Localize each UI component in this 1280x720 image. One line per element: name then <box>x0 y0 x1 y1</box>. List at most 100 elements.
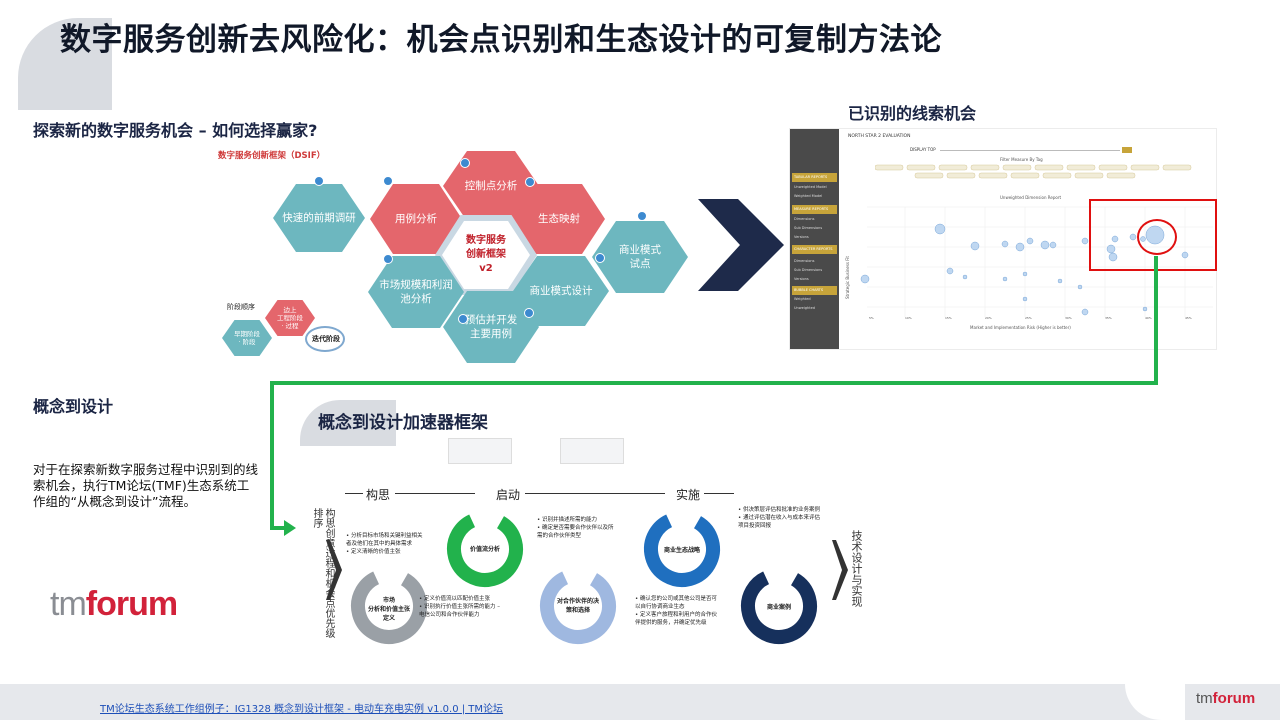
ring-partner-decision <box>540 568 616 644</box>
footer-source-link[interactable]: TM论坛生态系统工作组例子：IG1328 概念到设计框架 - 电动车充电实例 v… <box>100 704 504 715</box>
phase-divider <box>704 493 734 494</box>
next-arrow-icon <box>698 199 784 291</box>
ring-market-analysis <box>351 568 427 644</box>
svg-text:45%: 45% <box>1185 316 1192 320</box>
chart-yaxis-label: Strategic Business Fit <box>845 256 850 299</box>
ring-partner-label: 对合作伙伴的决 策和选择 <box>556 598 599 614</box>
step-badge <box>383 254 393 264</box>
hex-market-analysis: 市场规模和利润 池分析 <box>368 256 464 328</box>
phase-implement: 实施 <box>676 488 701 502</box>
svg-text:40%: 40% <box>1145 316 1152 320</box>
lead-opportunity-chart: TABULAR REPORTS Unweighted Model Weighte… <box>789 128 1217 350</box>
sidebar-item: Weighted <box>794 297 811 301</box>
note-eco-strategy: • 确认您的公司或其他公司是否可 以自行协调商业生态 • 定义客户旅程和利用户的… <box>635 596 717 626</box>
svg-text:5%: 5% <box>869 316 874 320</box>
step-badge <box>525 177 535 187</box>
note-ideation: • 分析目标市场和关键利益相关 者及他们在其中的具体需求 • 定义清晰的价值主张 <box>346 533 423 555</box>
chart-title: Unweighted Dimension Report <box>1000 195 1062 200</box>
sidebar-item: CHARACTER REPORTS (AVE) <box>792 245 837 254</box>
connector-line <box>1154 256 1158 384</box>
note-business-case: • 供决策层评估和批准的业务案例 • 通过评估潜在收入与成本来评估 项目投资回报 <box>738 507 820 529</box>
accelerator-title-bg <box>300 400 396 446</box>
tag-chips <box>874 164 1192 179</box>
chart-filter-label: Filter Measure By Tag <box>1000 157 1043 162</box>
hex-fast-research: 快速的前期调研 <box>273 184 365 252</box>
highlight-box <box>1089 199 1217 271</box>
step-badge <box>314 176 324 186</box>
sidebar-item: Dimensions <box>794 259 815 263</box>
ring-eco-strategy <box>644 511 720 587</box>
highlight-circle <box>1137 219 1177 255</box>
sidebar-item: BUBBLE CHARTS <box>792 286 837 295</box>
svg-text:30%: 30% <box>1065 316 1072 320</box>
sidebar-item: Sub Dimensions <box>794 226 823 230</box>
corner-mask <box>0 0 18 110</box>
step-badge <box>458 314 468 324</box>
sidebar-item: MEASURE REPORTS (AVE) <box>792 205 837 214</box>
section-concept-title: 概念到设计 <box>33 397 114 416</box>
connector-line <box>270 381 1158 385</box>
thumbnail-image <box>448 438 512 464</box>
section-leads-title: 已识别的线索机会 <box>848 104 977 123</box>
legend-stage-order: 阶段顺序 <box>227 303 255 311</box>
svg-text:15%: 15% <box>945 316 952 320</box>
sidebar-item: Unweighted <box>794 306 815 310</box>
phase-launch: 启动 <box>496 488 521 502</box>
ring-business-case <box>741 568 817 644</box>
chart-display-label: DISPLAY TOP <box>910 147 936 152</box>
phase-divider <box>345 493 363 494</box>
accelerator-title: 概念到设计加速器框架 <box>318 413 488 433</box>
svg-text:10%: 10% <box>905 316 912 320</box>
left-chevron-icon <box>326 540 342 600</box>
sidebar-item: TABULAR REPORTS <box>792 173 837 182</box>
ring-market-label: 市场 分析和价值主张 定义 <box>367 597 410 622</box>
ring-eco-strategy-label: 商业生态战略 <box>663 547 700 554</box>
hex-biz-pilot: 商业模式 试点 <box>592 221 688 293</box>
legend-teal-hex: 早期阶段· 阶段 <box>222 320 272 356</box>
chart-tag-filters <box>874 164 1195 180</box>
display-slider-knob <box>1122 147 1132 153</box>
ring-business-case-label: 商业案例 <box>766 604 791 611</box>
step-badge <box>383 176 393 186</box>
phase-divider <box>525 493 665 494</box>
concept-description: 对于在探索新数字服务过程中识别到的线索机会，执行TM论坛(TMF)生态系统工作组… <box>33 462 259 509</box>
sidebar-item: Sub Dimensions <box>794 268 823 272</box>
phase-ideation: 构思 <box>366 488 391 502</box>
thumbnail-image <box>560 438 624 464</box>
note-capabilities: • 识别并描述所需的能力 • 确定是否需要合作伙伴以及所 需的合作伙伴类型 <box>537 517 614 539</box>
svg-text:25%: 25% <box>1025 316 1032 320</box>
sidebar-item: Unweighted Model <box>794 185 827 189</box>
chart-header: NORTH STAR 2 EVALUATION <box>848 134 911 139</box>
note-value-stream: • 定义价值流以匹配价值主张 • 识别执行价值主张所需的能力 – 电信公司和合作… <box>419 596 500 618</box>
legend-iterate-label: 迭代阶段 <box>312 335 340 343</box>
ring-value-stream-label: 价值流分析 <box>469 546 500 553</box>
dsif-title: 数字服务创新框架（DSIF） <box>218 151 326 161</box>
connector-line <box>270 381 274 529</box>
sidebar-item: Versions <box>794 235 809 239</box>
footer-tmforum-logo: tmforum <box>1196 690 1256 707</box>
step-badge <box>524 308 534 318</box>
tmforum-logo: tmforum <box>50 585 178 623</box>
chart-xaxis-label: Market and Implementation Risk (Higher i… <box>970 325 1071 330</box>
step-badge <box>595 253 605 263</box>
sidebar-item: Dimensions <box>794 217 815 221</box>
phase-divider <box>395 493 475 494</box>
step-badge <box>637 211 647 221</box>
left-vertical-label: 构思创意过程和机会点优先级排序 <box>311 508 334 638</box>
right-vertical-label: 技术设计与实现 <box>850 530 863 607</box>
step-badge <box>460 158 470 168</box>
right-chevron-icon <box>832 540 848 600</box>
svg-text:20%: 20% <box>985 316 992 320</box>
ring-value-stream <box>447 511 523 587</box>
legend-iterate-ring <box>305 326 345 352</box>
svg-text:35%: 35% <box>1105 316 1112 320</box>
sidebar-item: Weighted Model <box>794 194 823 198</box>
display-slider <box>940 150 1120 151</box>
connector-arrowhead-icon <box>270 520 296 536</box>
page-title: 数字服务创新去风险化：机会点识别和生态设计的可复制方法论 <box>60 22 942 58</box>
footer-bar <box>0 684 1280 720</box>
legend-red-hex: 边上工程阶段· 过程 <box>265 300 315 336</box>
chart-sidebar: TABULAR REPORTS Unweighted Model Weighte… <box>790 129 839 349</box>
section-explore-title: 探索新的数字服务机会 – 如何选择赢家? <box>33 121 318 140</box>
sidebar-item: Versions <box>794 277 809 281</box>
